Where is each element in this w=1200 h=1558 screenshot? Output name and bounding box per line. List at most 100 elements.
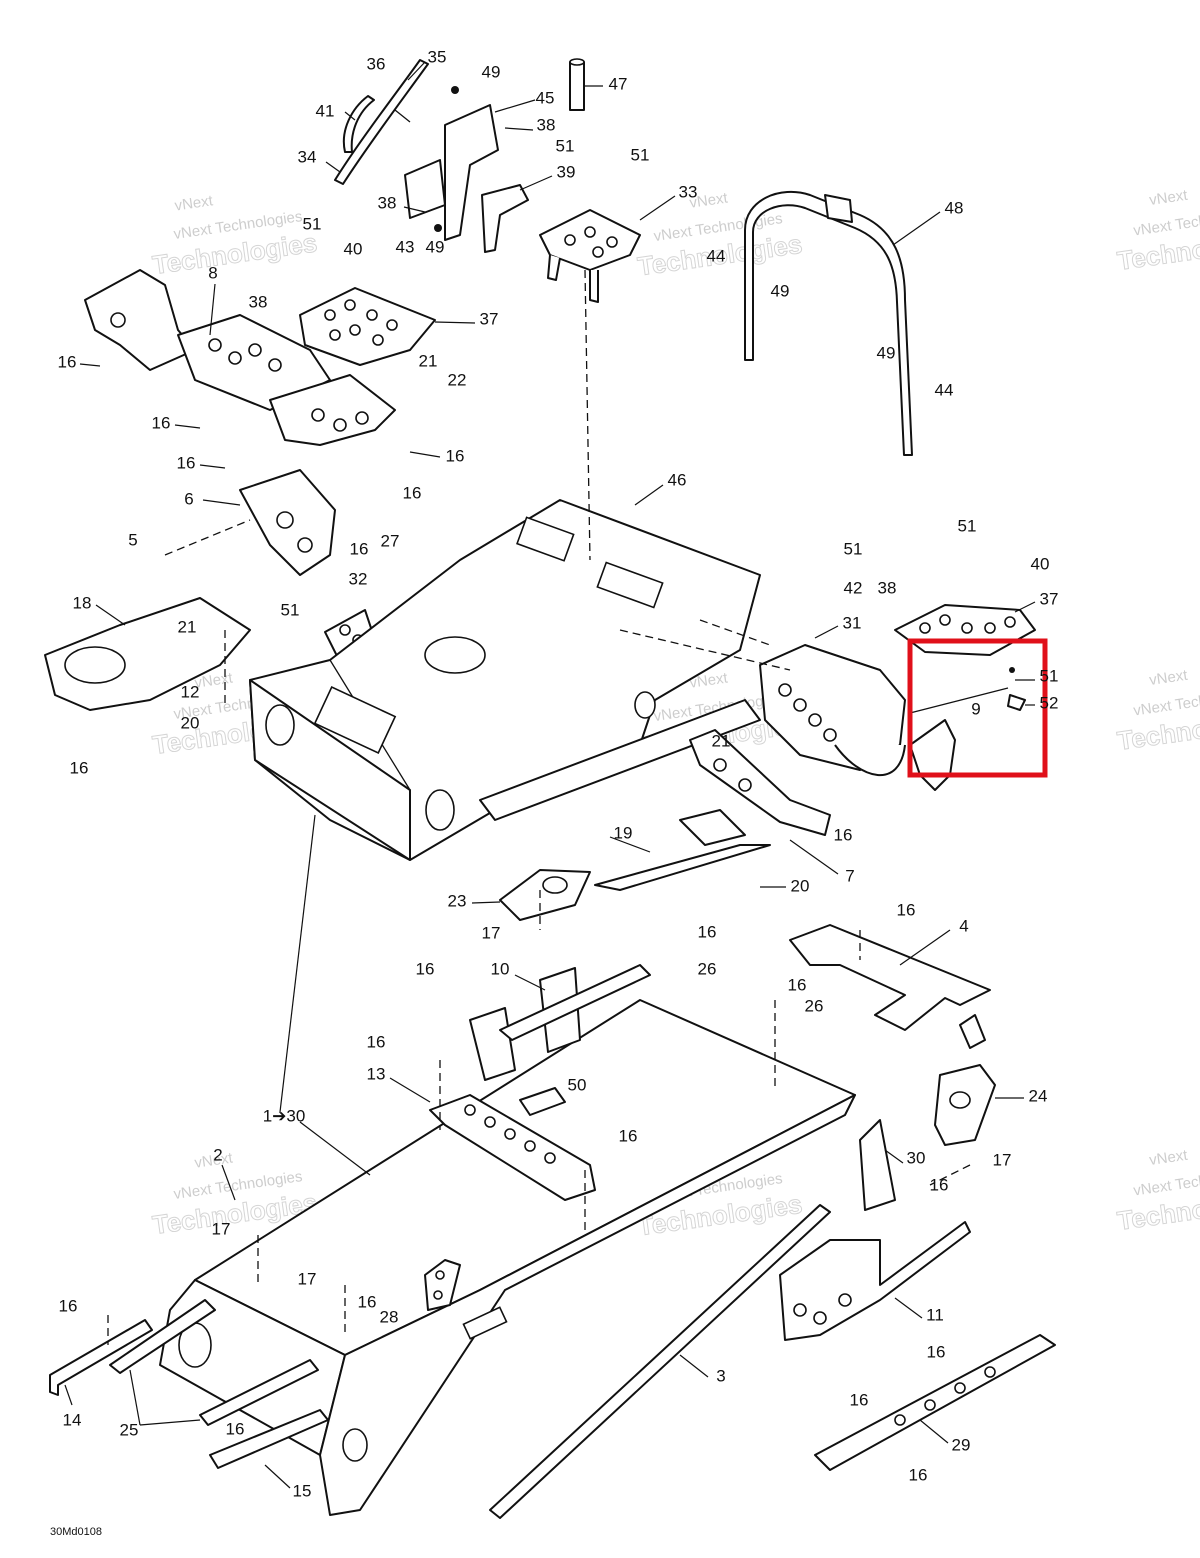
part-bracket-6 <box>239 469 336 576</box>
part-cable-35 <box>334 59 429 185</box>
callout-c38a: 38 <box>537 115 556 134</box>
callout-c11: 11 <box>926 1305 944 1324</box>
callout-c16b: 16 <box>152 413 171 432</box>
part-panel-8 <box>84 269 331 411</box>
callout-c12: 12 <box>181 682 200 701</box>
watermark-line1: vNext <box>174 192 215 214</box>
callout-c38c: 38 <box>249 292 268 311</box>
callout-c34: 34 <box>298 147 317 166</box>
part-plate-4 <box>789 924 991 1049</box>
part-tube-47 <box>569 58 585 111</box>
callout-c13: 13 <box>367 1064 386 1083</box>
callout-c18: 18 <box>73 593 92 612</box>
callout-c2: 2 <box>213 1145 222 1164</box>
callout-c6: 6 <box>184 489 193 508</box>
watermark-line1: vNext <box>193 1149 234 1171</box>
part-bracket-lower-left <box>269 374 396 446</box>
callout-c21a: 21 <box>419 351 438 370</box>
callout-c51f: 51 <box>281 600 300 619</box>
part-strip-3 <box>489 1204 831 1519</box>
callout-c24: 24 <box>1029 1086 1048 1105</box>
callout-c22: 22 <box>448 370 467 389</box>
callout-c16u: 16 <box>909 1465 928 1484</box>
watermark-line2: vNext Technologies <box>1132 205 1200 240</box>
part-rail-19 <box>594 844 771 891</box>
callout-c16k: 16 <box>416 959 435 978</box>
part-tunnel-rear <box>159 999 856 1516</box>
part-bracket-11 <box>779 1221 971 1341</box>
callout-c37b: 37 <box>1040 589 1059 608</box>
callout-c3: 3 <box>716 1366 725 1385</box>
callout-c33: 33 <box>679 182 698 201</box>
callout-c7: 7 <box>845 866 854 885</box>
callout-c45: 45 <box>536 88 555 107</box>
callout-c31: 31 <box>843 613 862 632</box>
callout-c37a: 37 <box>480 309 499 328</box>
callout-c51a: 51 <box>556 136 575 155</box>
callout-c47: 47 <box>609 74 628 93</box>
callout-c17a: 17 <box>482 923 501 942</box>
callout-c9: 9 <box>971 699 980 718</box>
callout-c29: 29 <box>952 1435 971 1454</box>
callout-c38d: 38 <box>878 578 897 597</box>
part-plate-24 <box>934 1064 996 1146</box>
watermark-line1: vNext <box>1148 667 1189 689</box>
callout-c23: 23 <box>448 891 467 910</box>
part-rail-25 <box>109 1299 319 1426</box>
callout-c25: 25 <box>120 1420 139 1439</box>
callout-c50: 50 <box>568 1075 587 1094</box>
callout-c32: 32 <box>349 569 368 588</box>
part-rail-15 <box>209 1409 329 1469</box>
callout-c51b: 51 <box>631 145 650 164</box>
watermark-line2: vNext Technologies <box>1132 685 1200 720</box>
watermark-line1: vNext <box>193 669 234 691</box>
assembly-lines <box>107 269 971 1345</box>
callout-c51e: 51 <box>844 539 863 558</box>
callout-c41: 41 <box>316 101 335 120</box>
leader-lines <box>64 61 1036 1489</box>
part-footrest-37-right <box>894 604 1036 656</box>
callout-c35: 35 <box>428 47 447 66</box>
callout-c49a: 49 <box>482 62 501 81</box>
callout-c44b: 44 <box>935 380 954 399</box>
part-rail-14 <box>49 1319 153 1396</box>
part-bracket-45 <box>404 86 529 253</box>
callout-c16g: 16 <box>70 758 89 777</box>
part-housing-31 <box>759 644 906 776</box>
callout-c16s: 16 <box>226 1419 245 1438</box>
watermark-line1: vNext <box>688 189 729 211</box>
callout-c16a: 16 <box>58 352 77 371</box>
callout-c52: 52 <box>1040 693 1059 712</box>
callout-c49d: 49 <box>877 343 896 362</box>
callout-c16d: 16 <box>177 453 196 472</box>
callout-c16f: 16 <box>350 539 369 558</box>
callout-c15: 15 <box>293 1481 312 1500</box>
part-tunnel-front <box>249 499 761 861</box>
watermark-line1: vNext <box>1148 1147 1189 1169</box>
callout-c10: 10 <box>491 959 510 978</box>
callout-c8: 8 <box>208 263 217 282</box>
callout-c19: 19 <box>614 823 633 842</box>
callout-c16j: 16 <box>698 922 717 941</box>
part-footrest-37 <box>299 287 436 366</box>
watermark-line1: vNext <box>1148 187 1189 209</box>
callout-c16e: 16 <box>403 483 422 502</box>
callout-c21c: 21 <box>712 731 731 750</box>
callout-c16o: 16 <box>930 1175 949 1194</box>
watermark-line2: vNext Technologies <box>1132 1165 1200 1200</box>
callout-c26b: 26 <box>805 996 824 1015</box>
part-bracket-33 <box>539 209 641 303</box>
part-plate-18 <box>44 597 251 711</box>
callout-c51d: 51 <box>958 516 977 535</box>
callout-c49b: 49 <box>426 237 445 256</box>
part-bracket-10 <box>469 964 651 1081</box>
part-plate-23 <box>499 869 591 921</box>
callout-c46: 46 <box>668 470 687 489</box>
callout-c16p: 16 <box>358 1292 377 1311</box>
callout-c44a: 44 <box>707 246 726 265</box>
callout-c16l: 16 <box>788 975 807 994</box>
callout-c38b: 38 <box>378 193 397 212</box>
callout-c51g: 51 <box>1040 666 1059 685</box>
part-bracket-30 <box>859 1119 896 1211</box>
